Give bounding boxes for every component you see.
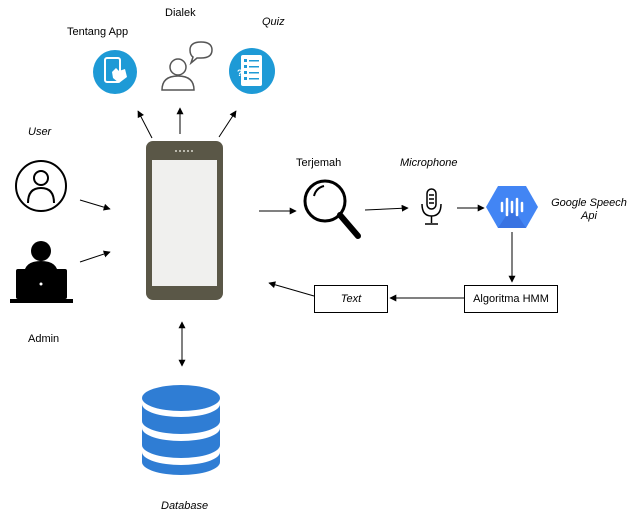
dialek-icon [161, 41, 213, 91]
tentang-app-icon [93, 50, 137, 94]
microphone-label: Microphone [400, 157, 458, 169]
arrow-search-mic [364, 204, 409, 212]
user-label: User [28, 126, 52, 138]
user-icon [15, 160, 67, 212]
google-speech-label-line2: Api [581, 210, 597, 222]
phone [146, 141, 223, 300]
quiz-label: Quiz [262, 16, 285, 28]
admin-icon [10, 241, 73, 303]
google-speech-label: Google Speech Api [546, 197, 630, 223]
arrow-admin-phone [79, 250, 111, 263]
google-speech-label-line1: Google Speech [551, 197, 627, 209]
text-box: Text [314, 285, 388, 313]
database-icon [142, 385, 220, 475]
quiz-icon: ? [229, 48, 275, 94]
google-speech-icon [486, 186, 538, 228]
algoritma-hmm-box: Algoritma HMM [464, 285, 558, 313]
database-label: Database [161, 500, 209, 512]
arrow-phone-tentang [137, 110, 153, 139]
svg-text:?: ? [237, 68, 243, 78]
arrow-user-phone [79, 199, 111, 211]
arrow-text-phone [268, 281, 315, 297]
admin-label: Admin [28, 333, 60, 345]
terjemah-label: Terjemah [296, 157, 342, 169]
arrow-phone-quiz [218, 110, 237, 138]
tentang-app-label: Tentang App [67, 26, 129, 38]
dialek-label: Dialek [165, 7, 196, 19]
microphone-icon [421, 188, 442, 225]
search-icon [303, 179, 361, 239]
